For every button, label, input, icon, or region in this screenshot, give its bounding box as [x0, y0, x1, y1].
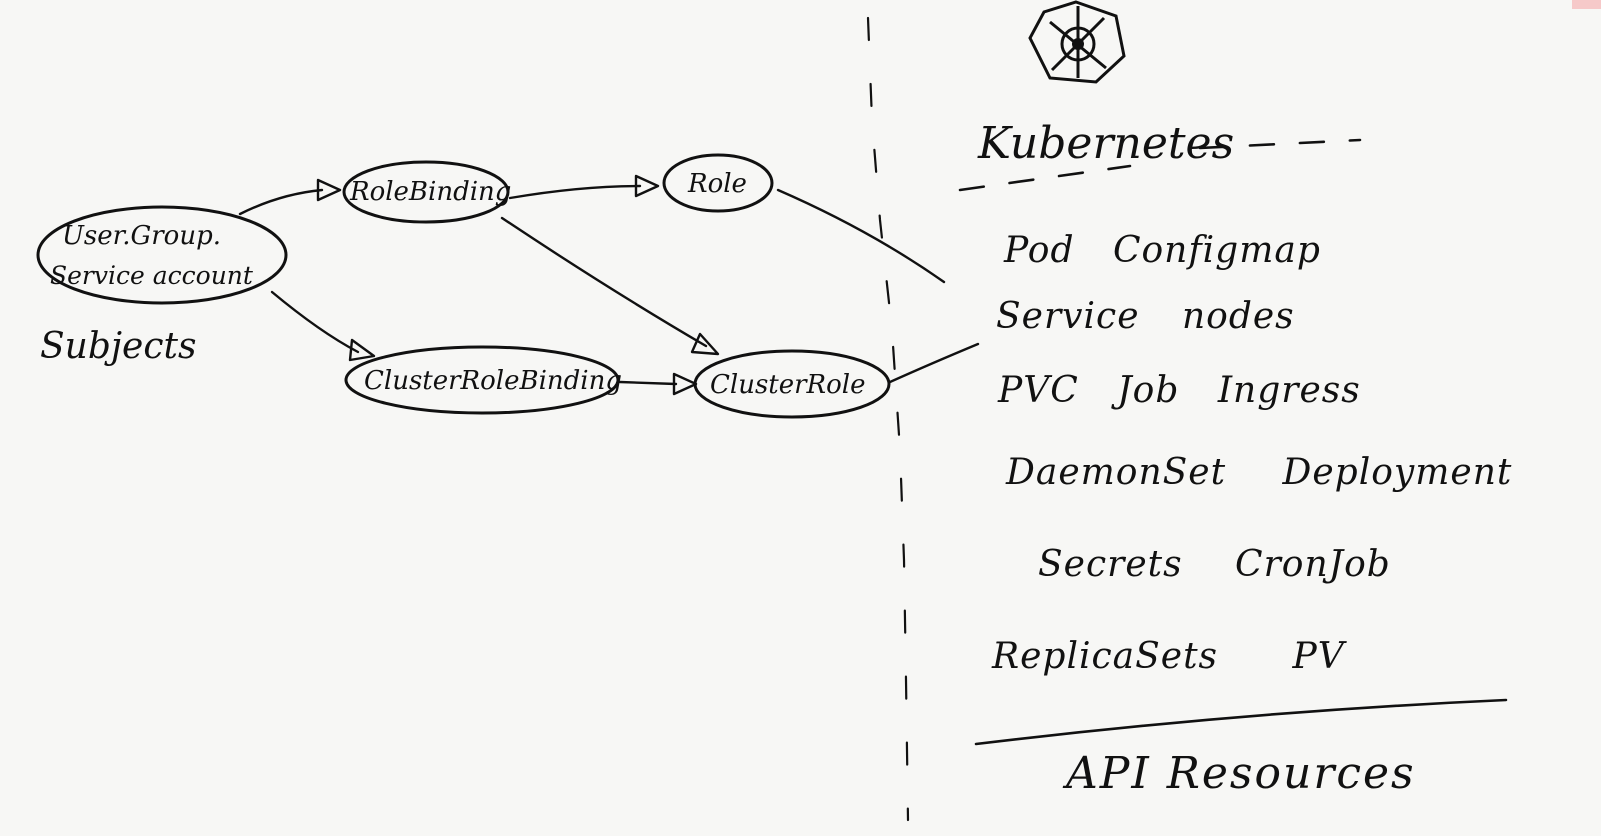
- node-role: Role: [662, 153, 774, 213]
- cluster-role-binding-label: ClusterRoleBinding: [364, 366, 622, 396]
- resource-nodes: nodes: [1182, 296, 1295, 337]
- resource-secrets: Secrets: [1038, 544, 1183, 585]
- kubernetes-title: Kubernetes: [977, 118, 1234, 169]
- resource-deployment: Deployment: [1282, 452, 1513, 493]
- node-cluster-role-binding: ClusterRoleBinding: [344, 345, 622, 415]
- vertical-separator: [866, 16, 910, 822]
- subjects-caption: Subjects: [40, 326, 196, 367]
- edge-subjects-to-role-binding: [238, 178, 342, 216]
- resource-pvc: PVC: [997, 370, 1079, 411]
- resource-row-4: DaemonSet Deployment: [1005, 452, 1512, 493]
- role-binding-label: RoleBinding: [349, 177, 511, 207]
- edge-role-binding-to-cluster-role: [500, 216, 720, 356]
- footer-divider: [974, 698, 1508, 746]
- resource-row-1: Pod Configmap: [1003, 230, 1321, 271]
- role-label: Role: [687, 169, 747, 199]
- resource-row-6: ReplicaSets PV: [991, 636, 1348, 677]
- resource-cronjob: CronJob: [1235, 544, 1391, 585]
- api-resources-label: API Resources: [1062, 748, 1416, 799]
- resource-job: Job: [1110, 370, 1179, 411]
- resource-row-2: Service nodes: [996, 296, 1295, 337]
- corner-mark: [1572, 0, 1601, 9]
- node-cluster-role: ClusterRole: [693, 349, 891, 419]
- subjects-line-1: User.Group.: [62, 221, 221, 251]
- resource-row-3: PVC Job Ingress: [997, 370, 1361, 411]
- resource-replicasets: ReplicaSets: [991, 636, 1218, 677]
- subjects-line-2: Service account: [50, 261, 254, 290]
- edge-role-binding-to-role: [508, 174, 660, 200]
- resource-row-5: Secrets CronJob: [1038, 544, 1391, 585]
- resource-daemonset: DaemonSet: [1005, 452, 1226, 493]
- title-underline: [958, 164, 1132, 192]
- resource-configmap: Configmap: [1113, 230, 1321, 271]
- edge-cluster-role-binding-to-cluster-role: [618, 372, 698, 396]
- resource-pod: Pod: [1003, 230, 1074, 271]
- node-role-binding: RoleBinding: [342, 160, 511, 224]
- resource-service: Service: [996, 296, 1140, 337]
- resource-pv: PV: [1291, 636, 1347, 677]
- edge-subjects-to-cluster-role-binding: [270, 290, 376, 362]
- kubernetes-helm-logo-icon: [1028, 0, 1126, 84]
- cluster-role-label: ClusterRole: [710, 370, 866, 400]
- resource-ingress: Ingress: [1217, 370, 1361, 411]
- node-subjects: User.Group. Service account: [36, 205, 288, 305]
- edge-cluster-role-to-resources: [888, 342, 980, 384]
- edge-role-to-resources: [776, 188, 946, 284]
